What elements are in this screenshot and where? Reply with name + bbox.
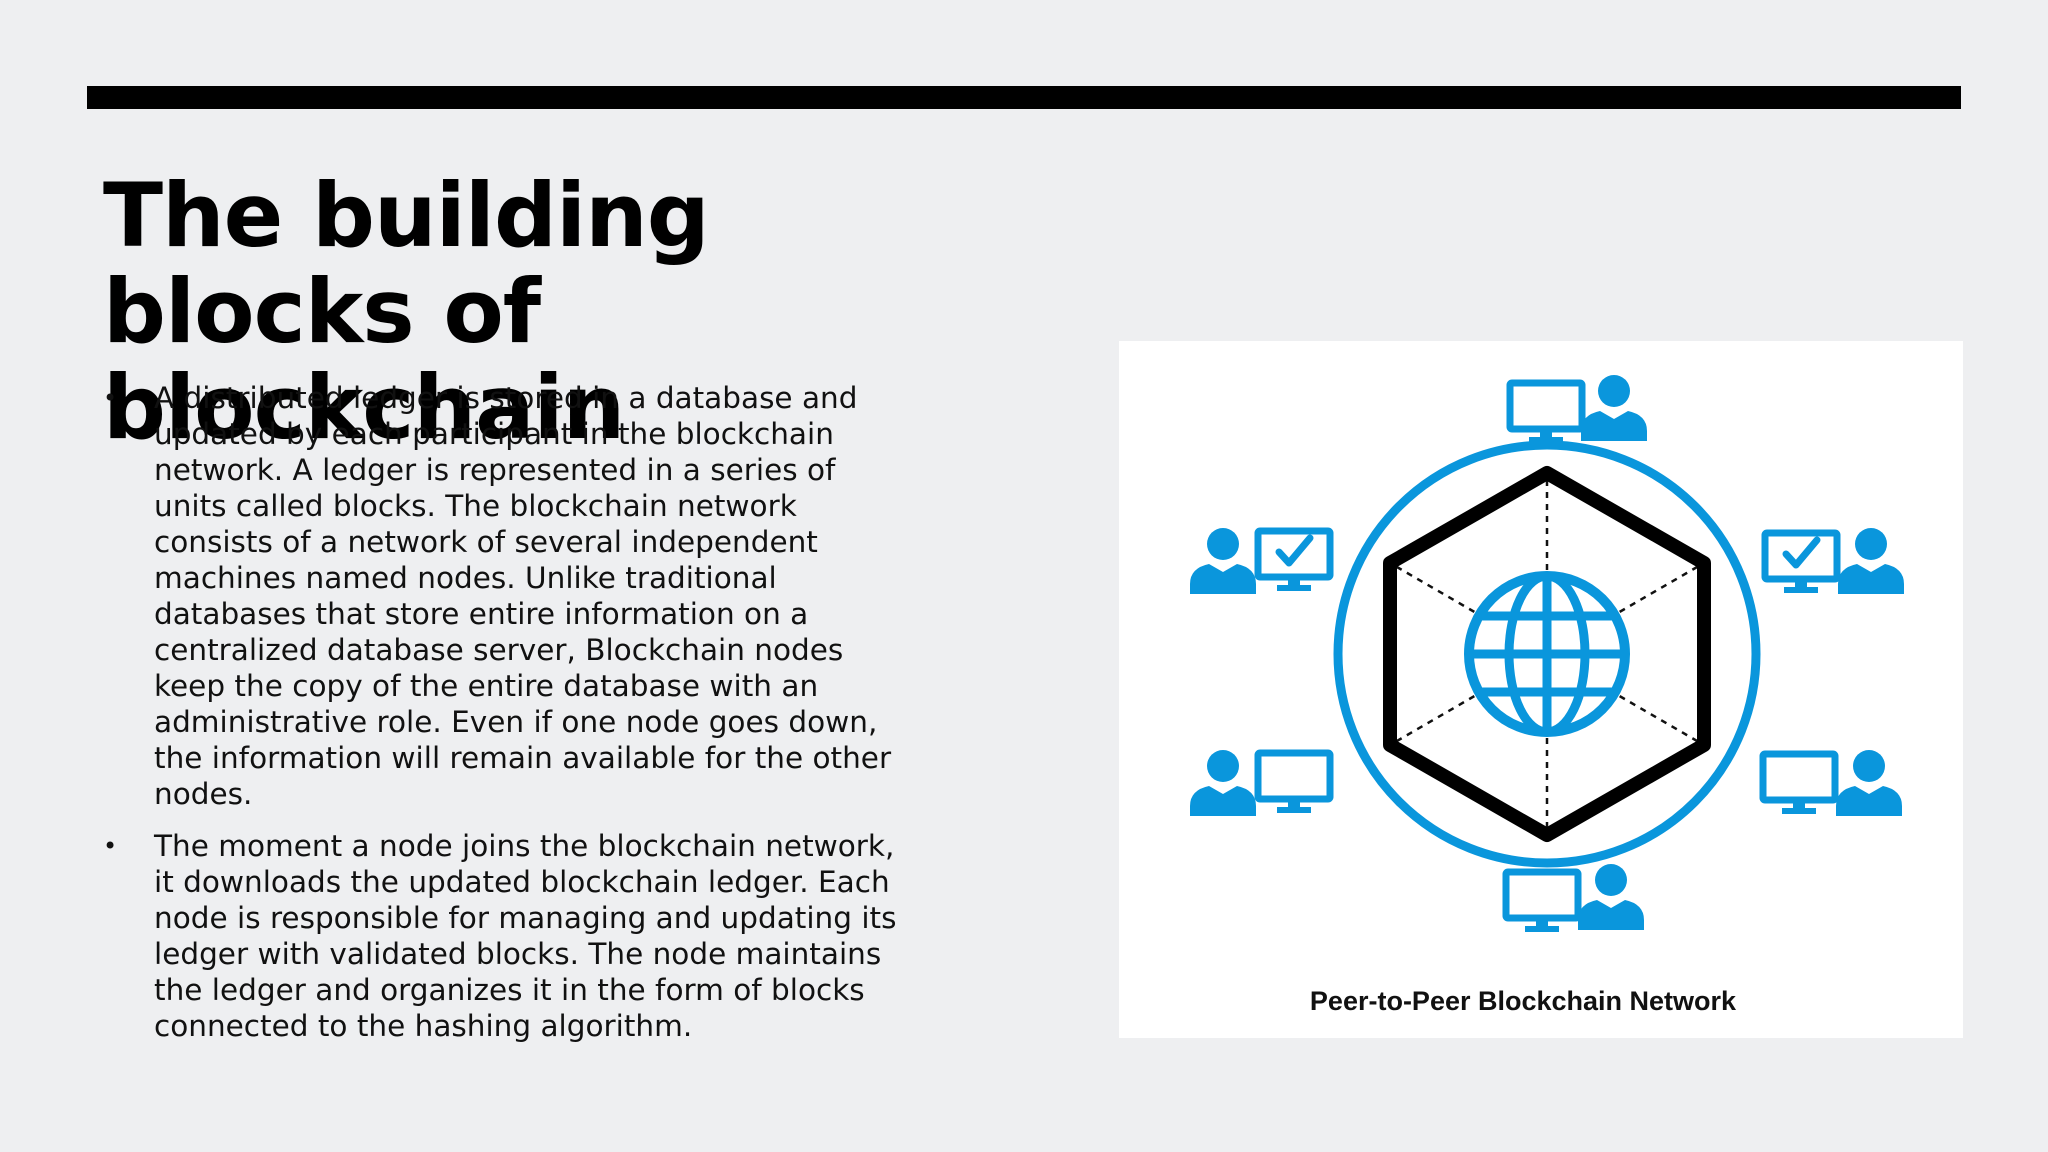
user-icon <box>1836 750 1902 816</box>
user-icon <box>1581 375 1647 441</box>
user-icon <box>1838 528 1904 594</box>
bullet-item: • A distributed ledger is stored in a da… <box>103 380 913 812</box>
bullet-dot: • <box>103 832 118 860</box>
checkmark-icon <box>1279 538 1310 563</box>
bullet-dot: • <box>103 384 118 412</box>
monitor-icon <box>1258 753 1330 813</box>
slide-title: The building blocks of blockchain <box>103 164 710 459</box>
user-icon <box>1578 864 1644 930</box>
user-icon <box>1190 750 1256 816</box>
bullet-text: A distributed ledger is stored in a data… <box>154 381 892 811</box>
network-ring <box>1333 440 1761 868</box>
network-diagram-image: Peer-to-Peer Blockchain Network <box>1119 341 1963 1038</box>
top-accent-bar <box>87 86 1961 109</box>
checkmark-icon <box>1786 540 1817 565</box>
monitor-icon <box>1763 754 1835 814</box>
user-icon <box>1190 528 1256 594</box>
network-diagram <box>1190 375 1904 1038</box>
bullet-item: • The moment a node joins the blockchain… <box>103 828 913 1044</box>
bullet-text: The moment a node joins the blockchain n… <box>154 829 897 1043</box>
bullet-list: • A distributed ledger is stored in a da… <box>103 380 913 1060</box>
monitor-icon <box>1506 872 1578 932</box>
figure-caption: Peer-to-Peer Blockchain Network <box>1309 986 1737 1016</box>
globe-icon <box>1464 571 1630 737</box>
monitor-icon <box>1510 383 1582 443</box>
hexagon-block <box>1383 466 1711 842</box>
